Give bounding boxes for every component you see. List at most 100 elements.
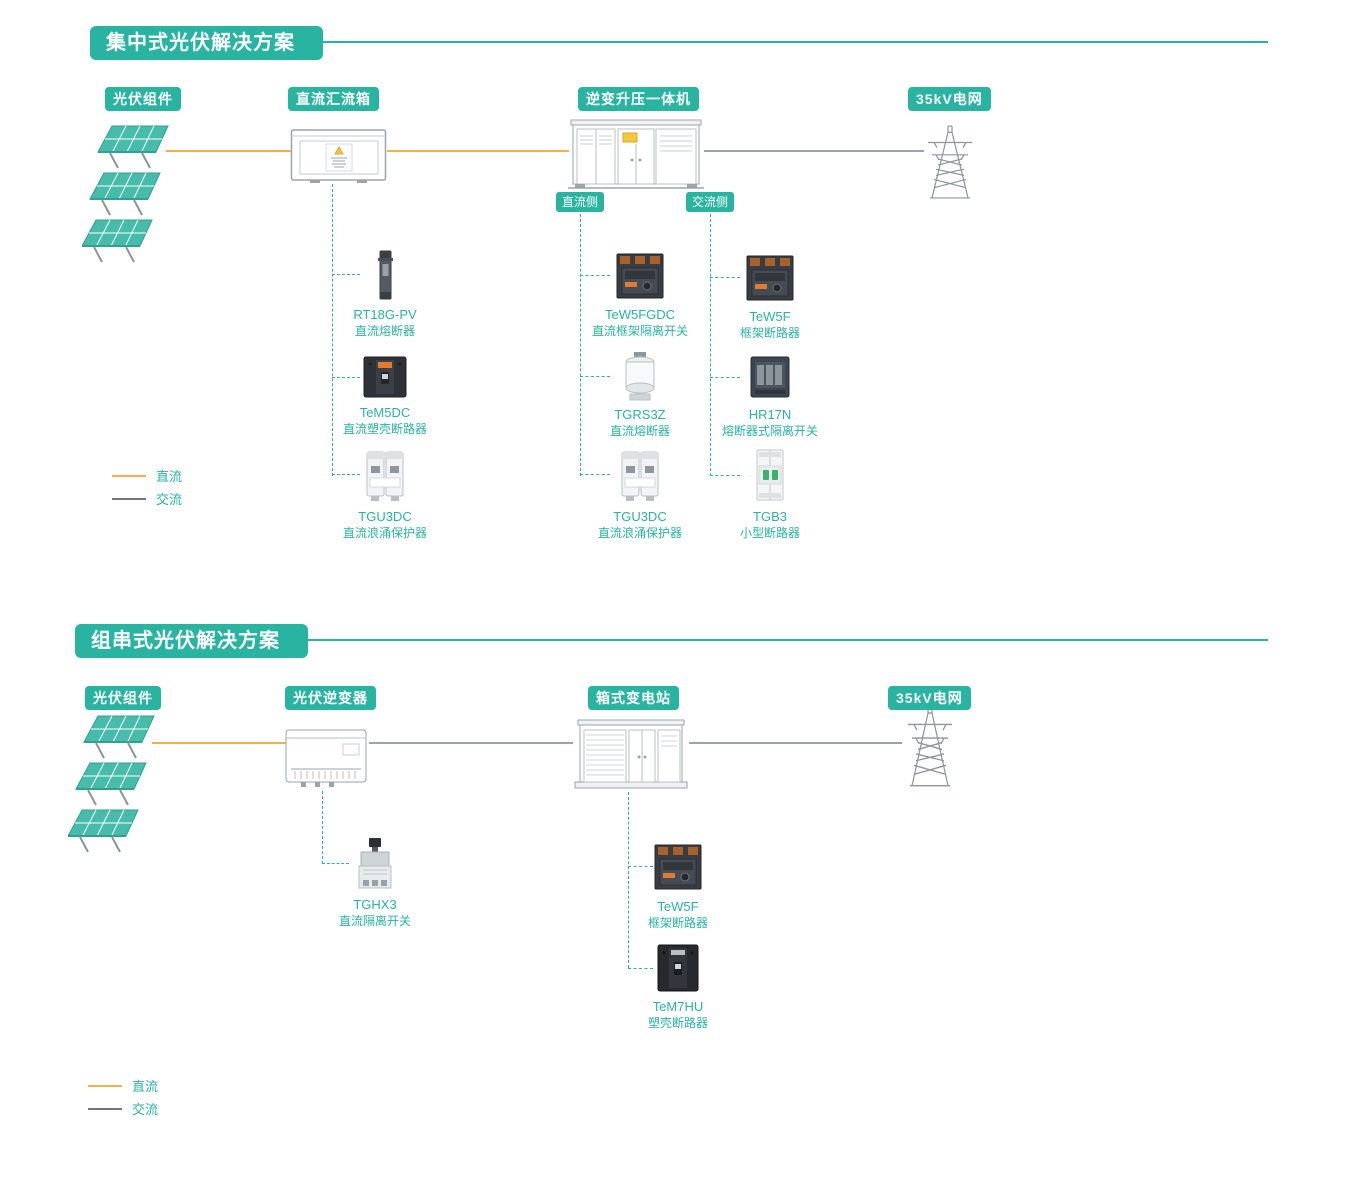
- legend-dc-label: 直流: [132, 1079, 159, 1094]
- section2-node-substation: 箱式变电站: [588, 686, 679, 710]
- surge-protector-icon: [310, 444, 460, 504]
- section2-title: 组串式光伏解决方案: [75, 624, 308, 658]
- product-desc: 直流熔断器: [354, 323, 415, 338]
- section2-node-pv-modules: 光伏组件: [85, 686, 161, 710]
- fuse-holder-icon: [310, 248, 460, 302]
- fuse-switch-icon: [695, 352, 845, 402]
- product-name: HR17N: [748, 407, 792, 422]
- surge-protector-icon: [565, 444, 715, 504]
- product-desc: 小型断路器: [739, 525, 800, 540]
- product-desc: 直流浪涌保护器: [342, 525, 427, 540]
- dc-line-combiner-to-inverter: [387, 150, 569, 152]
- mccb-icon: [310, 354, 460, 400]
- dashed-line-ac-column: [710, 214, 711, 476]
- legend-ac-row: 交流: [88, 1097, 158, 1120]
- product-name: TeM5DC: [359, 405, 411, 420]
- product-name: TeM7HU: [652, 999, 704, 1014]
- dashed-stub: [710, 277, 740, 278]
- box-substation-icon: [573, 714, 689, 797]
- string-inverter-icon: [285, 725, 369, 796]
- product-tgrs3z: TGRS3Z 直流熔断器: [565, 350, 715, 438]
- product-desc: 框架断路器: [647, 915, 708, 930]
- legend-section2: 直流 交流: [88, 1074, 158, 1120]
- product-tgu3dc-2: TGU3DC 直流浪涌保护器: [565, 444, 715, 540]
- ac-line-inverter-to-substation: [369, 742, 573, 744]
- product-tew5f-1: TeW5F 框架断路器: [695, 250, 845, 340]
- product-desc: 塑壳断路器: [647, 1015, 708, 1030]
- dashed-stub: [628, 968, 653, 969]
- section1-node-inverter-booster: 逆变升压一体机: [578, 87, 699, 111]
- miniature-breaker-icon: [695, 446, 845, 504]
- product-name: TGRS3Z: [614, 407, 666, 422]
- transmission-tower-icon: [922, 124, 978, 205]
- legend-dc-label: 直流: [156, 469, 183, 484]
- dashed-stub: [580, 275, 610, 276]
- dashed-stub: [710, 475, 740, 476]
- dc-isolator-icon: [300, 836, 450, 892]
- solar-panels-icon: [81, 124, 177, 274]
- dc-line-pv-to-inverter: [152, 742, 287, 744]
- product-rt18g-pv: RT18G-PV 直流熔断器: [310, 248, 460, 338]
- product-name: TGU3DC: [358, 509, 412, 524]
- product-tem7hu: TeM7HU 塑壳断路器: [603, 942, 753, 1030]
- air-circuit-breaker-icon: [695, 250, 845, 304]
- section2-node-pv-inverter: 光伏逆变器: [285, 686, 376, 710]
- section1-node-combiner-box: 直流汇流箱: [288, 87, 379, 111]
- dashed-stub: [580, 376, 610, 377]
- legend-ac-row: 交流: [112, 487, 182, 510]
- dc-side-badge: 直流侧: [556, 192, 605, 212]
- product-desc: 直流框架隔离开关: [591, 323, 688, 338]
- dashed-stub: [322, 863, 349, 864]
- dashed-line-combiner-column: [332, 184, 333, 476]
- product-desc: 熔断器式隔离开关: [721, 423, 818, 438]
- product-tgu3dc-1: TGU3DC 直流浪涌保护器: [310, 444, 460, 540]
- mccb-icon: [603, 942, 753, 994]
- product-desc: 直流塑壳断路器: [342, 421, 427, 436]
- dc-line-swatch: [112, 474, 146, 477]
- product-name: TGB3: [753, 509, 787, 524]
- dashed-stub: [710, 377, 740, 378]
- legend-dc-row: 直流: [88, 1074, 158, 1097]
- dc-line-pv-to-combiner: [166, 150, 292, 152]
- dashed-stub: [332, 474, 360, 475]
- dashed-line-inverter-column: [322, 791, 323, 864]
- product-tem5dc: TeM5DC 直流塑壳断路器: [310, 354, 460, 436]
- product-tew5fgdc: TeW5FGDC 直流框架隔离开关: [565, 248, 715, 338]
- ac-line-inverter-to-grid: [704, 150, 924, 152]
- product-name: TeW5F: [749, 309, 791, 324]
- section1-header-line: [100, 41, 1268, 43]
- product-name: RT18G-PV: [353, 307, 417, 322]
- product-tew5f-2: TeW5F 框架断路器: [603, 838, 753, 930]
- product-desc: 直流浪涌保护器: [597, 525, 682, 540]
- legend-dc-row: 直流: [112, 464, 182, 487]
- dashed-stub: [332, 377, 360, 378]
- product-tghx3: TGHX3 直流隔离开关: [300, 836, 450, 928]
- dashed-line-substation-column: [628, 792, 629, 968]
- air-circuit-breaker-icon: [565, 248, 715, 302]
- section2-header-line: [85, 639, 1268, 641]
- ac-side-badge: 交流侧: [686, 192, 735, 212]
- inverter-booster-station-icon: [568, 112, 704, 197]
- product-name: TGU3DC: [613, 509, 667, 524]
- legend-ac-label: 交流: [156, 492, 183, 507]
- ac-line-swatch: [112, 497, 146, 500]
- cylindrical-fuse-icon: [565, 350, 715, 402]
- dashed-line-dc-column: [580, 214, 581, 476]
- legend-section1: 直流 交流: [112, 464, 182, 510]
- ac-line-substation-to-grid: [689, 742, 902, 744]
- dashed-stub: [628, 866, 653, 867]
- product-desc: 直流隔离开关: [338, 913, 411, 928]
- product-desc: 直流熔断器: [609, 423, 670, 438]
- dc-line-swatch: [88, 1084, 122, 1087]
- section1-node-grid: 35kV电网: [908, 87, 991, 111]
- section1-title: 集中式光伏解决方案: [90, 26, 323, 60]
- solar-panels-icon: [67, 714, 163, 864]
- product-name: TGHX3: [353, 897, 397, 912]
- dashed-stub: [580, 474, 610, 475]
- legend-ac-label: 交流: [132, 1102, 159, 1117]
- section1-node-pv-modules: 光伏组件: [105, 87, 181, 111]
- product-name: TeW5F: [657, 899, 699, 914]
- product-tgb3: TGB3 小型断路器: [695, 446, 845, 540]
- product-name: TeW5FGDC: [604, 307, 676, 322]
- product-hr17n: HR17N 熔断器式隔离开关: [695, 352, 845, 438]
